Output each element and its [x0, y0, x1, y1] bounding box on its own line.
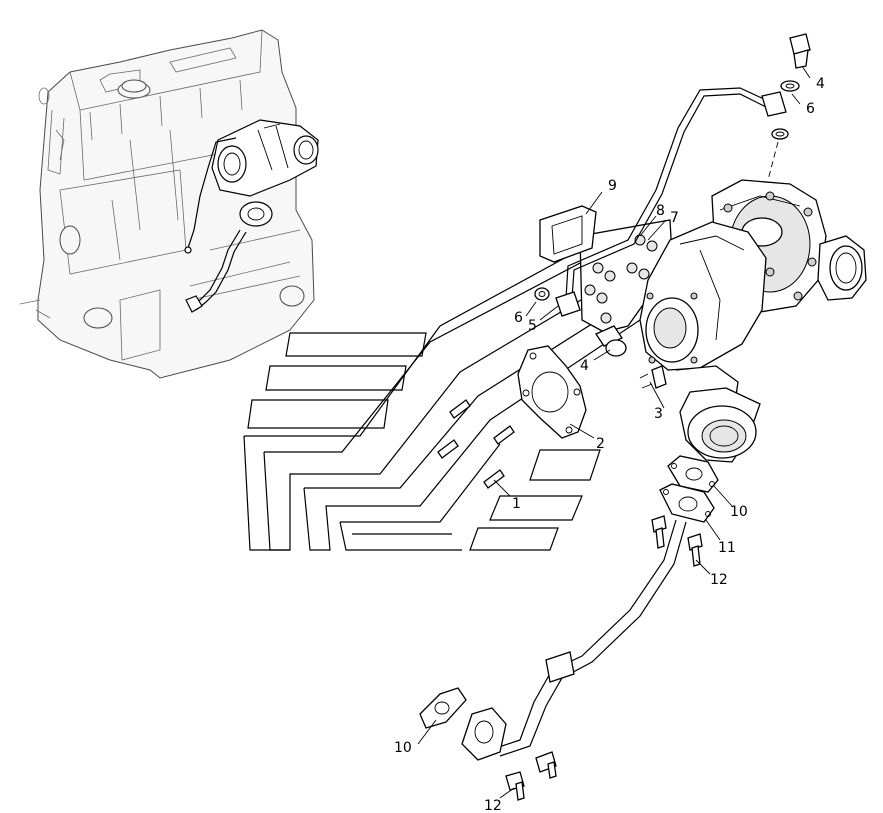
bolt-4-lower	[595, 325, 627, 357]
callout-12-upper: 12	[710, 572, 728, 588]
callout-11: 11	[718, 540, 736, 556]
leader-lines	[417, 65, 811, 799]
engine-block-overview	[19, 29, 319, 379]
drain-gasket-lower	[419, 687, 467, 729]
callout-6-top: 6	[806, 101, 815, 117]
callout-3: 3	[654, 406, 663, 422]
callout-6-lower: 6	[514, 310, 523, 326]
drain-bolts-upper	[651, 515, 703, 567]
callout-12-lower: 12	[484, 798, 502, 813]
callout-5: 5	[528, 318, 537, 334]
banjo-bolt-top	[767, 33, 811, 181]
exhaust-studs	[437, 399, 515, 489]
callout-8: 8	[656, 203, 665, 219]
callout-1: 1	[512, 496, 521, 512]
manifold-gasket	[517, 345, 587, 439]
flange-gasket-9	[539, 205, 597, 263]
oil-drain-pipe	[461, 519, 687, 761]
callout-labels: 1 2 3 4 4 5 6 6 7 8 9 10 10 11 12 12	[394, 76, 825, 813]
explosion-arrow-symbol	[243, 229, 641, 551]
turbocharger	[639, 179, 867, 463]
callout-10-lower: 10	[394, 740, 412, 756]
heat-shield-plate	[579, 219, 673, 333]
callout-4-top: 4	[816, 76, 825, 92]
callout-7: 7	[670, 210, 679, 226]
oil-feed-pipe	[555, 87, 787, 317]
callout-9: 9	[608, 178, 617, 194]
callout-4-lower: 4	[580, 358, 589, 374]
callout-10-upper: 10	[730, 504, 748, 520]
callout-2: 2	[596, 436, 605, 452]
lower-banjo-fitting	[534, 287, 550, 301]
drain-flange	[659, 483, 715, 523]
drain-bolts-lower	[505, 751, 557, 801]
